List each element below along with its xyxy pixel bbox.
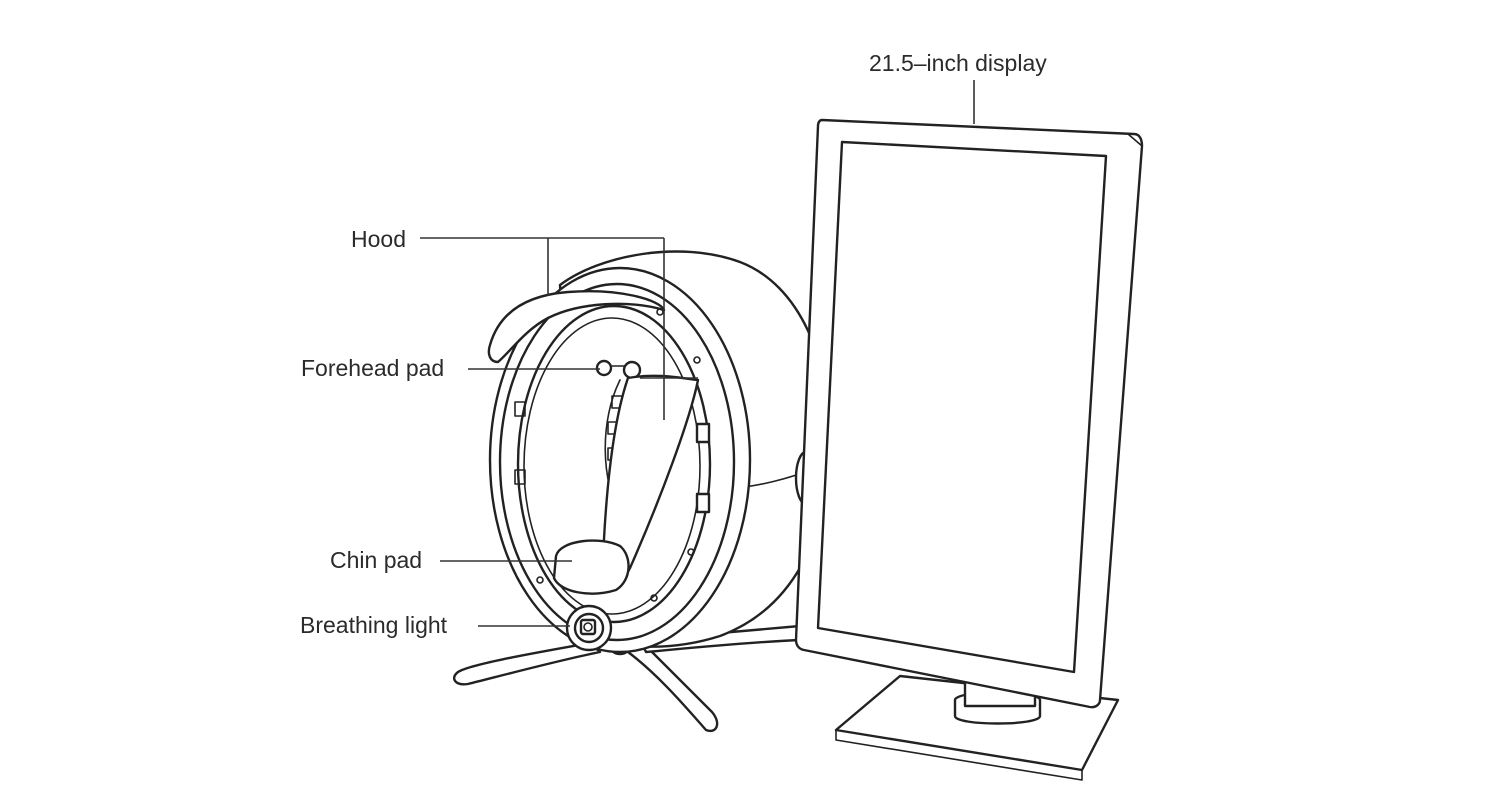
monitor-display: [794, 118, 1144, 781]
callout-lines: [420, 80, 975, 627]
label-forehead-pad: Forehead pad: [301, 355, 445, 381]
label-display: 21.5–inch display: [869, 50, 1047, 76]
label-breathing-light: Breathing light: [300, 612, 448, 638]
analyzer-breathing-light: [565, 604, 613, 652]
analyzer-chin-rest: [552, 374, 700, 595]
analyzer-forehead-pad: [595, 359, 642, 380]
label-hood: Hood: [351, 226, 406, 252]
analyzer-hood: [487, 290, 666, 364]
label-chin-pad: Chin pad: [330, 547, 423, 573]
